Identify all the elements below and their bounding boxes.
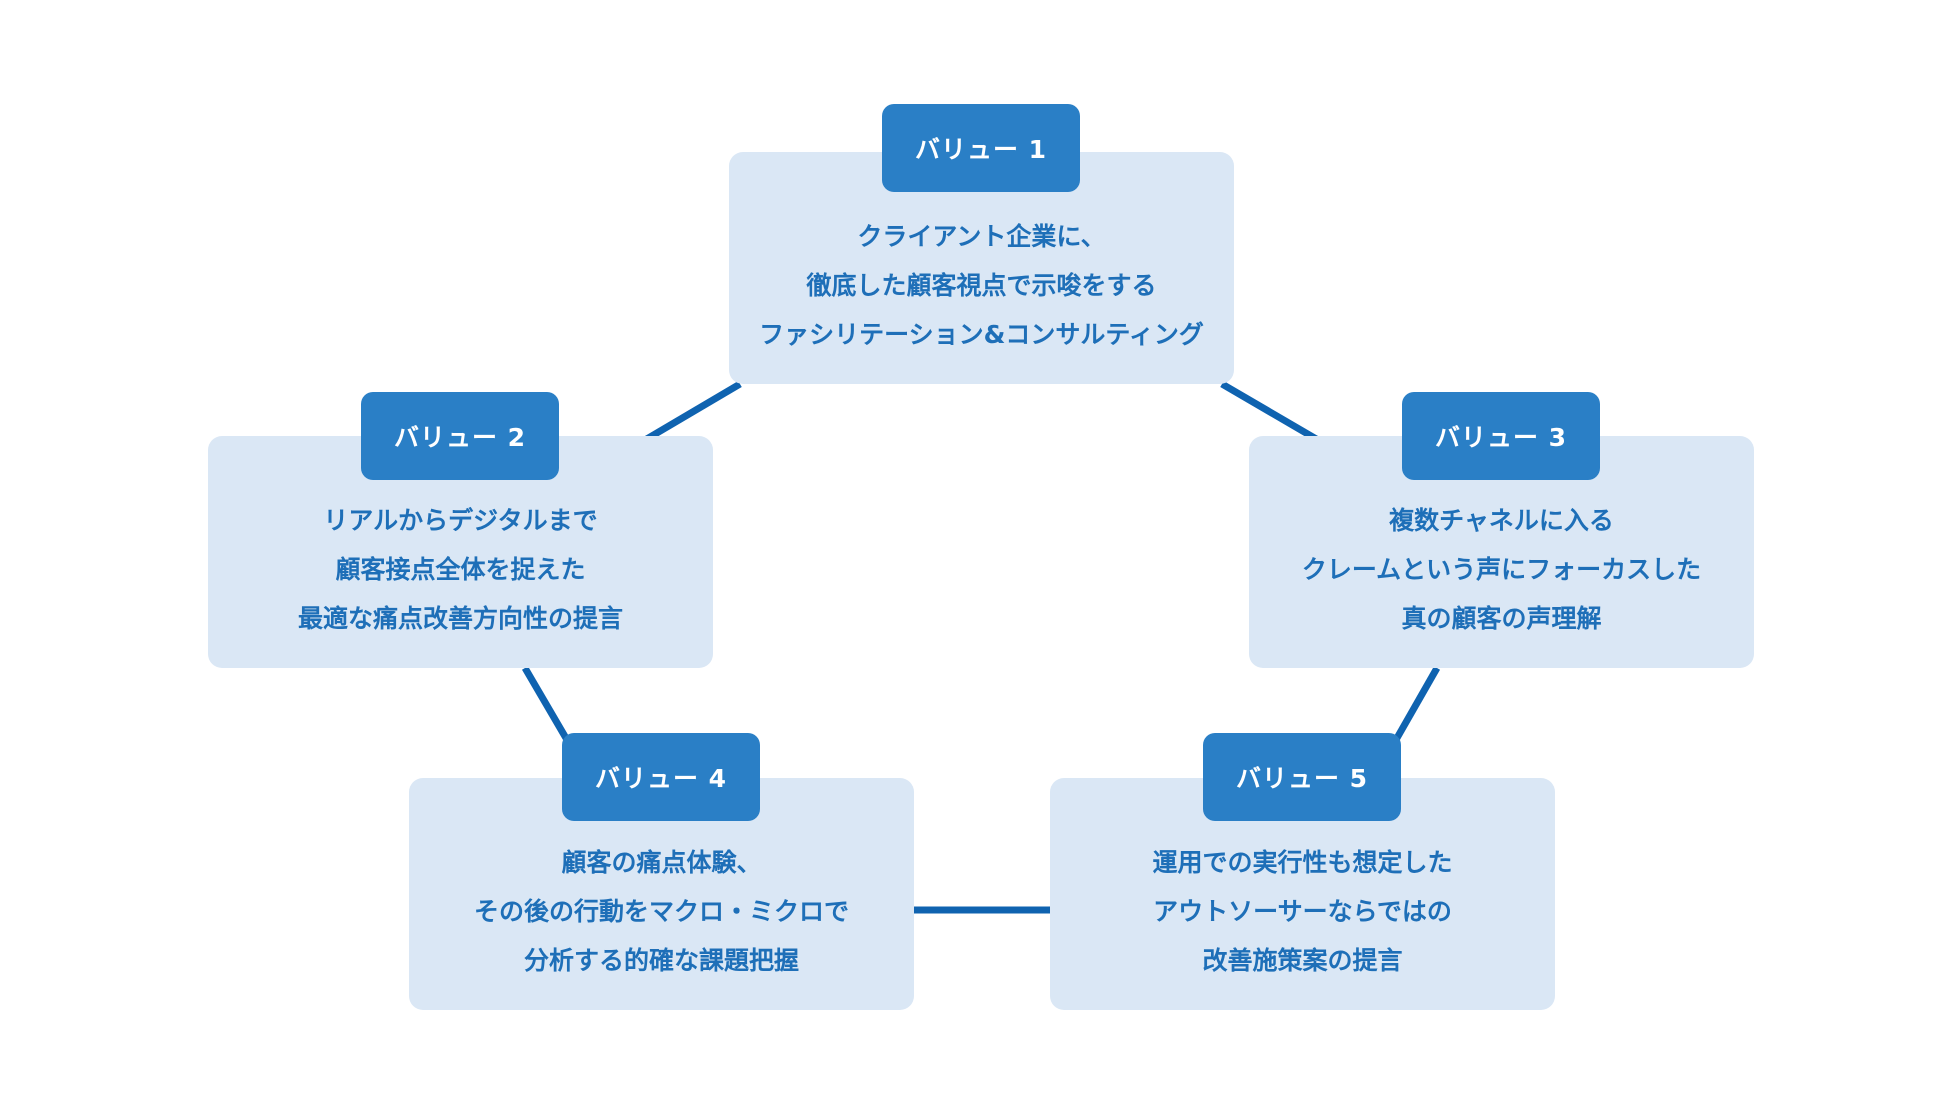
value-3-line-3: 真の顧客の声理解 (1401, 603, 1602, 633)
connector-1-2 (643, 380, 742, 444)
value-2-line-3: 最適な痛点改善方向性の提言 (297, 603, 623, 633)
value-2-line-1: リアルからデジタルまで (323, 505, 598, 535)
value-5-line-3: 改善施策案の提言 (1202, 945, 1403, 975)
value-2-line-2: 顧客接点全体を捉えた (335, 554, 586, 584)
value-5-line-1: 運用での実行性も想定した (1152, 847, 1453, 877)
value-label-4: バリュー 4 (562, 733, 760, 821)
value-3-line-1: 複数チャネルに入る (1389, 505, 1614, 535)
value-1-line-2: 徹底した顧客視点で示唆をする (806, 270, 1157, 300)
value-3-line-2: クレームという声にフォーカスした (1301, 554, 1702, 584)
value-label-1: バリュー 1 (882, 104, 1080, 192)
value-label-5: バリュー 5 (1203, 733, 1401, 821)
connector-3-5 (1389, 666, 1441, 747)
connector-1-3 (1220, 380, 1320, 444)
value-4-line-1: 顧客の痛点体験、 (561, 847, 762, 877)
value-1-line-1: クライアント企業に、 (857, 221, 1106, 251)
value-label-3: バリュー 3 (1402, 392, 1600, 480)
value-4-line-3: 分析する的確な課題把握 (523, 945, 799, 975)
value-label-2: バリュー 2 (361, 392, 559, 480)
value-4-line-2: その後の行動をマクロ・ミクロで (473, 896, 849, 926)
value-1-line-3: ファシリテーション&コンサルティング (759, 319, 1204, 349)
connector-2-4 (521, 666, 574, 747)
value-5-line-2: アウトソーサーならではの (1153, 896, 1452, 926)
